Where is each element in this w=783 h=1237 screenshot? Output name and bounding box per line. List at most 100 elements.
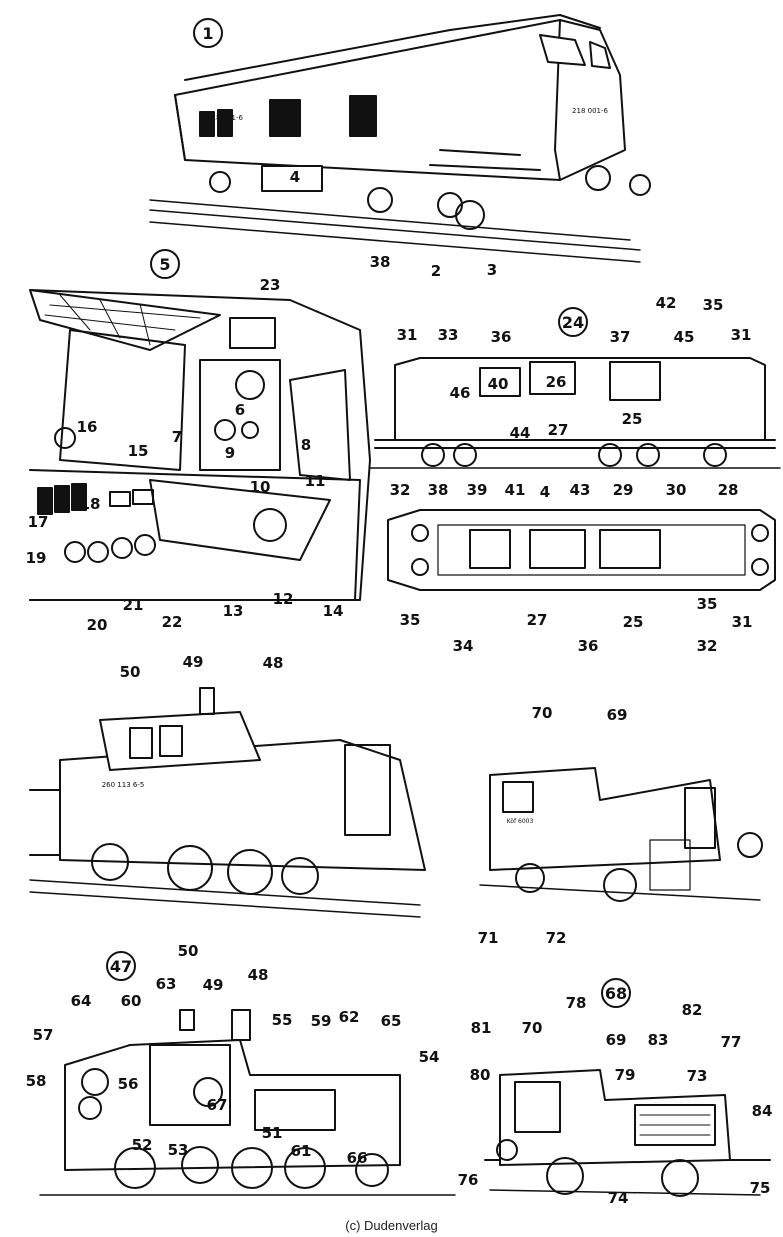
callout-label: 50 [177, 942, 199, 960]
callout-label: 78 [565, 994, 587, 1012]
section-marker-5: 5 [150, 249, 180, 279]
callout-label: 70 [531, 704, 553, 722]
callout-label: 70 [521, 1019, 543, 1037]
callout-label: 49 [202, 976, 224, 994]
callout-label: 44 [509, 424, 531, 442]
shunting-loco-drawing [29, 687, 426, 918]
callout-label: 29 [612, 481, 634, 499]
callout-label: 42 [655, 294, 677, 312]
callout-label: 39 [466, 481, 488, 499]
mainline-diesel-drawing [149, 14, 651, 263]
callout-label: 55 [271, 1011, 293, 1029]
callout-label: 46 [449, 384, 471, 402]
callout-label: 8 [300, 436, 312, 454]
small-cutaway-drawing [484, 1069, 771, 1197]
callout-label: 60 [120, 992, 142, 1010]
callout-label: 23 [259, 276, 281, 294]
callout-label: 4 [289, 168, 301, 186]
callout-label: 59 [310, 1012, 332, 1030]
callout-label: 50 [119, 663, 141, 681]
callout-label: 19 [25, 549, 47, 567]
small-shunter-drawing [479, 767, 763, 902]
callout-label: 81 [470, 1019, 492, 1037]
callout-label: 63 [155, 975, 177, 993]
callout-label: 71 [477, 929, 499, 947]
callout-label: 35 [696, 595, 718, 613]
callout-label: 7 [171, 428, 183, 446]
section-marker-24: 24 [558, 307, 588, 337]
callout-label: 12 [272, 590, 294, 608]
drivers-cab-drawing [29, 289, 371, 601]
callout-label: 41 [504, 481, 526, 499]
callout-label: 69 [605, 1031, 627, 1049]
callout-label: 18 [79, 495, 101, 513]
callout-label: 61 [290, 1142, 312, 1160]
callout-label: 22 [161, 613, 183, 631]
callout-label: 52 [131, 1136, 153, 1154]
callout-label: 31 [731, 613, 753, 631]
road-number-side: 218 001-6 [207, 114, 243, 122]
callout-label: 82 [681, 1001, 703, 1019]
callout-label: 11 [304, 472, 326, 490]
callout-label: 14 [322, 602, 344, 620]
callout-label: 48 [262, 654, 284, 672]
callout-label: 40 [487, 375, 509, 393]
callout-label: 53 [167, 1141, 189, 1159]
callout-label: 10 [249, 478, 271, 496]
callout-label: 67 [206, 1096, 228, 1114]
callout-label: 74 [607, 1189, 629, 1207]
callout-label: 33 [437, 326, 459, 344]
callout-label: 66 [346, 1149, 368, 1167]
callout-label: 58 [25, 1072, 47, 1090]
callout-label: 38 [369, 253, 391, 271]
callout-label: 25 [622, 613, 644, 631]
shunter-number: 260 113 6-5 [101, 781, 145, 789]
callout-label: 75 [749, 1179, 771, 1197]
callout-label: 4 [539, 483, 551, 501]
small-shunter-number: Köf 6003 [506, 818, 534, 825]
callout-label: 73 [686, 1067, 708, 1085]
callout-label: 36 [490, 328, 512, 346]
callout-label: 25 [621, 410, 643, 428]
callout-label: 30 [665, 481, 687, 499]
cutaway-shunter-drawing [39, 1009, 456, 1196]
callout-label: 65 [380, 1012, 402, 1030]
callout-label: 54 [418, 1048, 440, 1066]
callout-label: 57 [32, 1026, 54, 1044]
callout-label: 27 [547, 421, 569, 439]
callout-label: 13 [222, 602, 244, 620]
road-number-front: 218 001-6 [572, 107, 608, 115]
callout-label: 17 [27, 513, 49, 531]
callout-label: 2 [430, 262, 442, 280]
callout-label: 35 [702, 296, 724, 314]
callout-label: 31 [730, 326, 752, 344]
callout-label: 21 [122, 596, 144, 614]
callout-label: 37 [609, 328, 631, 346]
callout-label: 15 [127, 442, 149, 460]
callout-label: 43 [569, 481, 591, 499]
callout-label: 72 [545, 929, 567, 947]
callout-label: 62 [338, 1008, 360, 1026]
callout-label: 56 [117, 1075, 139, 1093]
callout-label: 45 [673, 328, 695, 346]
callout-label: 36 [577, 637, 599, 655]
callout-label: 16 [76, 418, 98, 436]
callout-label: 83 [647, 1031, 669, 1049]
callout-label: 34 [452, 637, 474, 655]
callout-label: 48 [247, 966, 269, 984]
callout-label: 26 [545, 373, 567, 391]
callout-label: 51 [261, 1124, 283, 1142]
plan-view-drawing [369, 357, 781, 591]
callout-label: 31 [396, 326, 418, 344]
section-marker-1: 1 [193, 18, 223, 48]
callout-label: 80 [469, 1066, 491, 1084]
callout-label: 32 [389, 481, 411, 499]
callout-label: 3 [486, 261, 498, 279]
callout-label: 76 [457, 1171, 479, 1189]
callout-label: 38 [427, 481, 449, 499]
copyright-credit: (c) Dudenverlag [345, 1218, 438, 1233]
callout-label: 6 [234, 401, 246, 419]
callout-label: 35 [399, 611, 421, 629]
callout-label: 49 [182, 653, 204, 671]
